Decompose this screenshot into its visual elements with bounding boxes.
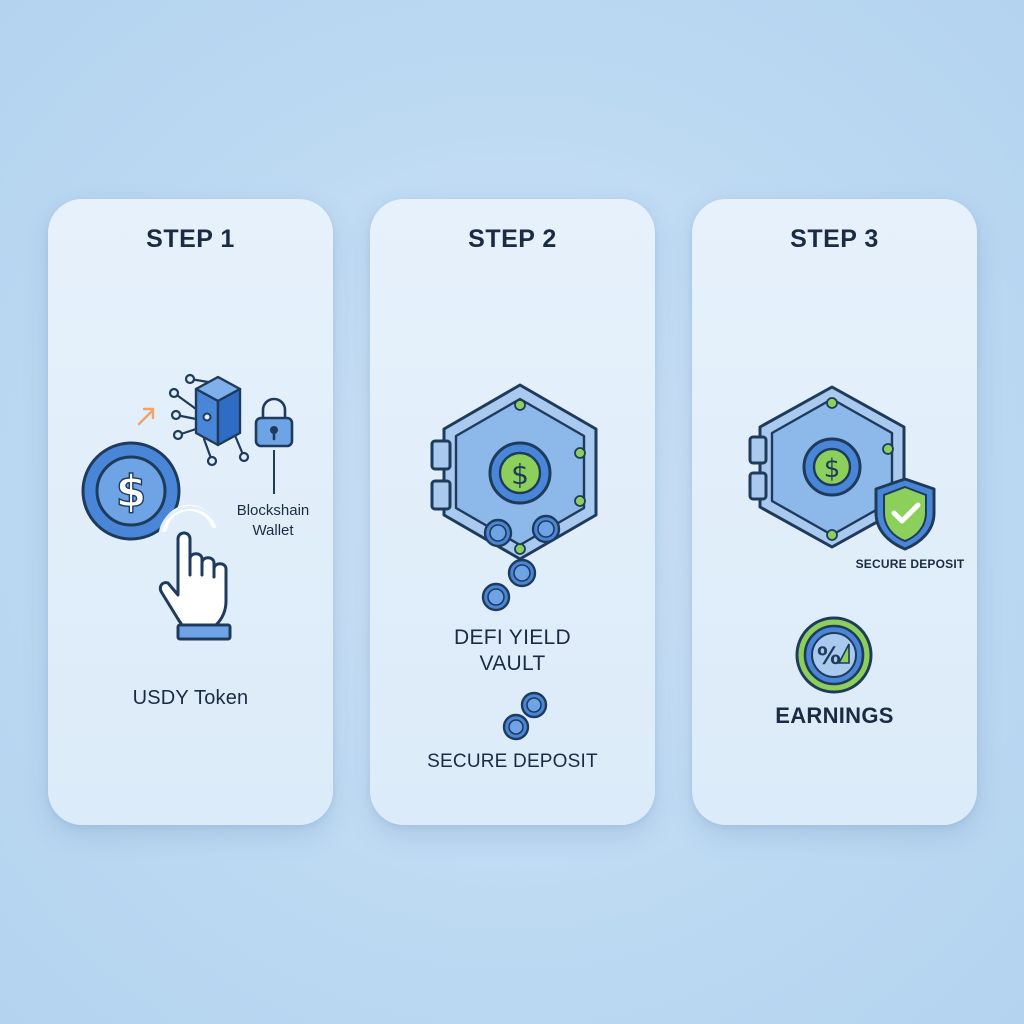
vault-dollar-glyph-2: $ <box>824 454 841 484</box>
defi-yield-vault-label-line1: DEFI YIELD <box>454 626 571 649</box>
defi-yield-vault-label-line2: VAULT <box>479 652 546 675</box>
arrow-up-right-icon <box>137 407 155 426</box>
step-3-title: STEP 3 <box>790 225 879 253</box>
blockchain-wallet-label-line2: Wallet <box>252 522 294 539</box>
defi-yield-vault-label: DEFI YIELD VAULT <box>370 625 655 677</box>
blockchain-wallet-label: Blockshain Wallet <box>214 501 332 541</box>
secure-deposit-label: SECURE DEPOSIT <box>427 751 598 772</box>
shield-check-icon <box>874 477 936 551</box>
blockchain-wallet-label-line1: Blockshain <box>236 502 310 519</box>
step-3-card: STEP 3 $ SECURE DEPOSIT % EARNINGS <box>692 199 977 825</box>
usdy-token-label: USDY Token <box>132 687 249 709</box>
step-1-title: STEP 1 <box>146 225 235 253</box>
falling-coins <box>481 514 561 612</box>
stacked-coins-icon <box>502 691 548 741</box>
blockchain-cube-icon <box>168 373 250 467</box>
earnings-percent-icon: % <box>795 616 873 694</box>
defi-vault-icon: $ <box>430 383 598 612</box>
secure-deposit-badge-label: SECURE DEPOSIT <box>855 557 965 571</box>
step-2-card: STEP 2 $ DEFI YIELD VAULT SECURE DEPOSIT <box>370 199 655 825</box>
usdy-coin-icon: $ <box>81 441 181 541</box>
padlock-icon <box>254 397 294 448</box>
step-2-title: STEP 2 <box>468 225 557 253</box>
percent-glyph: % <box>817 642 841 670</box>
vault-dollar-glyph: $ <box>511 458 529 491</box>
earnings-label: EARNINGS <box>775 703 894 728</box>
step-1-card: STEP 1 B <box>48 199 333 825</box>
coin-dollar-glyph: $ <box>116 466 147 517</box>
pointing-hand-icon[interactable] <box>148 504 244 645</box>
vault-icon: $ <box>748 385 906 549</box>
wallet-connector-line <box>273 450 275 494</box>
